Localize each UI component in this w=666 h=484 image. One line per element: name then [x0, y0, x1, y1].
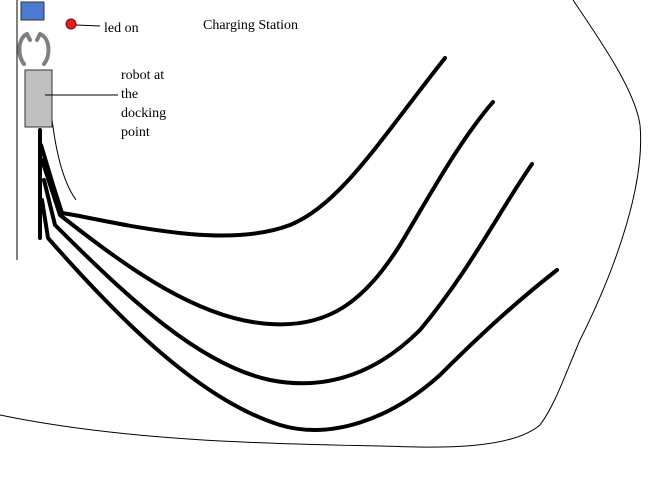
- docking-path-1: [38, 56, 447, 240]
- docking-path-2: [40, 100, 495, 327]
- charging-station-icon: [20, 1, 45, 21]
- docking-path-3: [42, 162, 534, 386]
- robot-label: robot at the docking point: [121, 68, 167, 140]
- led-label: led on: [104, 21, 139, 36]
- arena-boundary: [0, 0, 642, 448]
- led-indicator-icon: [65, 18, 77, 30]
- diagram-title: Charging Station: [203, 18, 299, 33]
- gripper-icon: [17, 32, 51, 66]
- robot-body-icon: [24, 69, 53, 128]
- docking-path-4: [40, 198, 559, 432]
- led-label-leader: [75, 24, 101, 27]
